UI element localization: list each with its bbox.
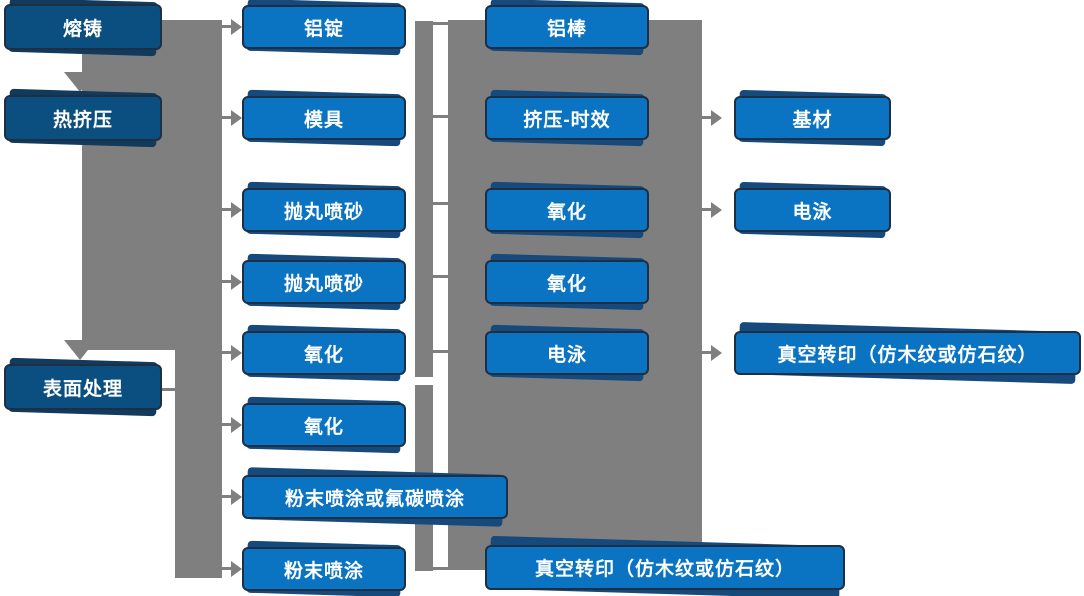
stub-midbus-bottom <box>433 567 450 570</box>
node-base-material: 基材 <box>734 89 891 147</box>
node-electrophoresis-1: 电泳 <box>485 324 649 382</box>
node-label: 电泳 <box>485 331 649 375</box>
node-powder-coating: 粉末喷涂 <box>242 540 406 596</box>
node-electrophoresis-2: 电泳 <box>734 181 891 239</box>
node-label: 铝棒 <box>485 5 649 49</box>
node-shot-blasting-2: 抛丸喷砂 <box>242 253 406 311</box>
node-oxidation-2: 氧化 <box>242 396 406 454</box>
stub-midbus-row1 <box>433 22 448 25</box>
node-vacuum-transfer-2: 真空转印（仿木纹或仿石纹） <box>734 322 1081 384</box>
arrow-to-oxidation-2 <box>222 417 242 433</box>
node-label: 挤压-时效 <box>485 96 649 140</box>
node-mold: 模具 <box>242 89 406 147</box>
stub-midbus-row3 <box>433 202 448 205</box>
node-label: 氧化 <box>485 260 649 304</box>
node-aluminum-ingot: 铝锭 <box>242 0 406 56</box>
node-label: 基材 <box>734 96 891 140</box>
node-oxidation-1: 氧化 <box>242 324 406 382</box>
arrow-to-aluminum-ingot <box>222 19 242 35</box>
arrow-to-oxidation-1 <box>222 345 242 361</box>
node-extrusion-aging: 挤压-时效 <box>485 89 649 147</box>
arrow-to-base-material <box>702 110 722 126</box>
node-aluminum-rod: 铝棒 <box>485 0 649 56</box>
node-label: 热挤压 <box>4 95 162 141</box>
stub-surface-treatment <box>162 388 175 391</box>
arrow-to-mold <box>222 110 242 126</box>
node-label: 氧化 <box>485 188 649 232</box>
stub-midbus-row2 <box>433 115 448 118</box>
connector-lower-bus <box>175 350 222 578</box>
arrow-to-powder-coating <box>222 561 242 577</box>
node-melt-casting: 熔铸 <box>4 0 162 57</box>
connector-mid-bus-upper <box>415 21 433 377</box>
arrow-down-to-hot-extrusion <box>64 72 96 92</box>
node-oxidation-3: 氧化 <box>485 181 649 239</box>
node-oxidation-4: 氧化 <box>485 253 649 311</box>
connector-main-bus <box>82 20 222 350</box>
arrow-to-powder-fluorocarbon <box>222 489 242 505</box>
arrow-to-shot-blasting-2 <box>222 274 242 290</box>
node-label: 氧化 <box>242 403 406 447</box>
arrow-to-vacuum-transfer <box>702 345 722 361</box>
node-label: 熔铸 <box>4 4 162 50</box>
node-label: 粉末喷涂或氟碳喷涂 <box>242 475 508 519</box>
node-label: 抛丸喷砂 <box>242 188 406 232</box>
arrow-down-to-surface-treatment <box>64 340 96 360</box>
stub-midbus-row5 <box>433 350 448 353</box>
node-shot-blasting-1: 抛丸喷砂 <box>242 181 406 239</box>
node-powder-or-fluorocarbon-coating: 粉末喷涂或氟碳喷涂 <box>242 467 508 527</box>
node-label: 氧化 <box>242 331 406 375</box>
node-vacuum-transfer-1: 真空转印（仿木纹或仿石纹） <box>485 535 845 596</box>
node-label: 真空转印（仿木纹或仿石纹） <box>734 331 1081 375</box>
node-label: 模具 <box>242 96 406 140</box>
node-label: 真空转印（仿木纹或仿石纹） <box>485 545 845 590</box>
arrow-to-electrophoresis <box>702 202 722 218</box>
node-label: 表面处理 <box>4 364 162 410</box>
node-surface-treatment: 表面处理 <box>4 357 162 417</box>
node-label: 铝锭 <box>242 5 406 49</box>
arrow-to-shot-blasting-1 <box>222 202 242 218</box>
node-label: 抛丸喷砂 <box>242 260 406 304</box>
node-label: 粉末喷涂 <box>242 547 406 591</box>
stub-midbus-row4 <box>433 275 448 278</box>
node-hot-extrusion: 热挤压 <box>4 88 162 148</box>
node-label: 电泳 <box>734 188 891 232</box>
